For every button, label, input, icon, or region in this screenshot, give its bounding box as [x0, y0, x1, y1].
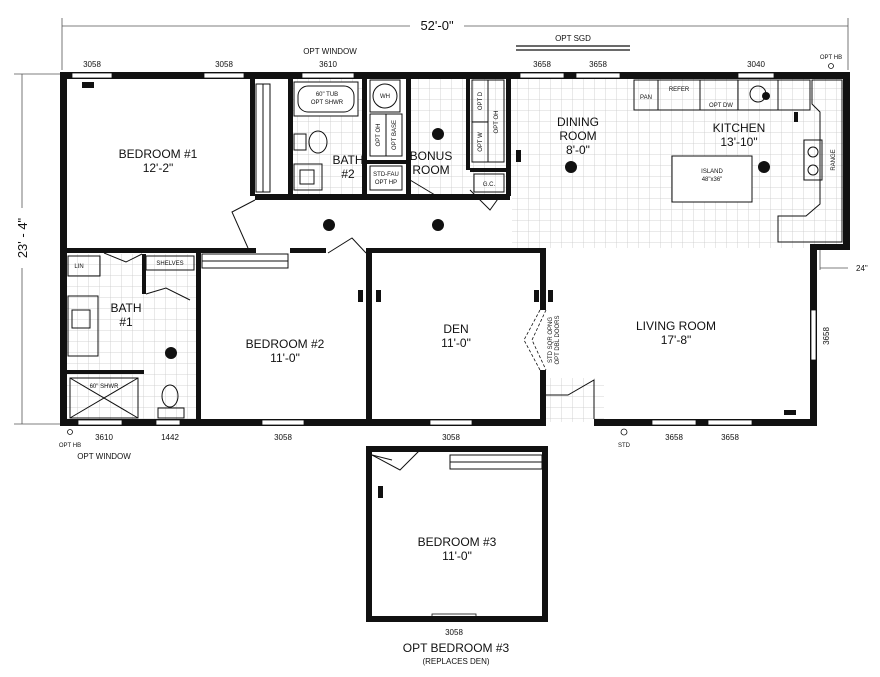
replaces-den-note: (REPLACES DEN) — [422, 657, 489, 666]
opt-hp-note: OPT HP — [375, 180, 397, 186]
bath2-name: BATH — [332, 153, 363, 167]
bedroom1-name: BEDROOM #1 — [119, 147, 198, 161]
refer-note: REFER — [669, 87, 690, 93]
window-top-6: 3040 — [747, 60, 765, 69]
bedroom3-walls — [366, 446, 548, 622]
overall-width-label: 52'-0" — [420, 18, 454, 33]
living-name: LIVING ROOM — [636, 319, 716, 333]
hose-bib-marks — [67, 63, 834, 436]
opt-window-top-note: OPT WINDOW — [303, 47, 357, 56]
opt-oh2-note: OPT OH — [494, 111, 500, 134]
bedroom2-size: 11'-0" — [270, 351, 300, 365]
electrical-marks — [82, 82, 798, 498]
gc-note: G.C. — [483, 182, 496, 188]
den-doors-note-2: OPT DBL DOORS — [555, 315, 561, 364]
den-size: 11'-0" — [441, 336, 471, 350]
window-top-3: 3610 — [319, 60, 337, 69]
bedroom1-size: 12'-2" — [143, 161, 174, 175]
door-swings — [103, 179, 595, 471]
shelves-note: SHELVES — [156, 261, 183, 267]
range-note: RANGE — [831, 149, 837, 170]
opt-bedroom3-title: OPT BEDROOM #3 — [403, 641, 510, 655]
opt-w-note: OPT W — [478, 132, 484, 152]
lin-note: LIN — [74, 264, 83, 270]
dining-name2: ROOM — [559, 129, 596, 143]
island-note: ISLAND — [701, 169, 723, 175]
interior-walls — [66, 78, 546, 426]
fixtures — [67, 79, 843, 419]
window-top-5: 3658 — [589, 60, 607, 69]
opt-hb-top-note: OPT HB — [820, 55, 842, 61]
light-fixtures — [165, 92, 770, 359]
dining-size: 8'-0" — [566, 143, 590, 157]
opt-sgd-note: OPT SGD — [555, 34, 591, 43]
opt-window-bottom-note: OPT WINDOW — [77, 452, 131, 461]
window-bottom-5: 3658 — [665, 433, 683, 442]
den-doors-note-1: STD SQR OPNG — [548, 317, 554, 363]
std-fau-note: STD-FAU — [373, 172, 399, 178]
shwr60-note: 60" SHWR — [90, 384, 119, 390]
bath1-number: #1 — [119, 315, 133, 329]
window-top-1: 3058 — [83, 60, 101, 69]
opt-dw-note: OPT DW — [709, 103, 733, 109]
wh-note: WH — [380, 94, 390, 100]
opt-shwr-note: OPT SHWR — [311, 100, 344, 106]
window-bottom-6: 3658 — [721, 433, 739, 442]
window-top-2: 3058 — [215, 60, 233, 69]
island-size-note: 48"x36" — [702, 177, 723, 183]
bath2-number: #2 — [341, 167, 355, 181]
bath1-name: BATH — [110, 301, 141, 315]
opt-d-note: OPT D — [478, 91, 484, 110]
bonus-name: BONUS — [410, 149, 453, 163]
std-note: STD — [618, 443, 631, 449]
window-opt-bed3: 3058 — [445, 628, 463, 637]
den-double-doors — [523, 309, 547, 371]
opt-base-note: OPT BASE — [392, 120, 398, 150]
kitchen-size: 13'-10" — [720, 135, 757, 149]
bedroom2-name: BEDROOM #2 — [246, 337, 325, 351]
window-right: 3658 — [822, 327, 831, 345]
bedroom3-name: BEDROOM #3 — [418, 535, 497, 549]
bump-label: 24" — [856, 264, 868, 273]
window-bottom-1: 3610 — [95, 433, 113, 442]
bonus-name2: ROOM — [412, 163, 449, 177]
opt-sgd-mark — [516, 45, 630, 51]
kitchen-name: KITCHEN — [713, 121, 766, 135]
pan-note: PAN — [640, 95, 652, 101]
opt-hb-bottom-note: OPT HB — [59, 443, 81, 449]
window-size-labels: 3058 3058 3610 3658 3658 3040 3610 1442 … — [83, 60, 831, 637]
room-labels: BEDROOM #1 12'-2" BATH #2 BONUS ROOM DIN… — [110, 115, 765, 563]
window-bottom-3: 3058 — [274, 433, 292, 442]
annotation-notes: OPT WINDOW OPT WINDOW OPT SGD OPT HB OPT… — [59, 34, 842, 666]
dining-name: DINING — [557, 115, 599, 129]
closets — [201, 83, 543, 470]
window-bottom-2: 1442 — [161, 433, 179, 442]
window-bottom-4: 3058 — [442, 433, 460, 442]
den-name: DEN — [443, 322, 468, 336]
bump-dimension — [819, 250, 848, 270]
overall-depth-label: 23' - 4" — [15, 217, 30, 258]
living-size: 17'-8" — [661, 333, 692, 347]
tub-note: 60" TUB — [316, 92, 338, 98]
bedroom3-size: 11'-0" — [442, 549, 472, 563]
opt-oh-note: OPT OH — [376, 124, 382, 147]
window-top-4: 3658 — [533, 60, 551, 69]
